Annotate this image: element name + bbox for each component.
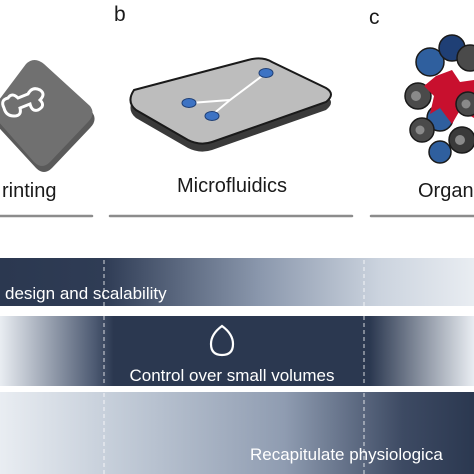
- droplet-icon: [209, 324, 235, 357]
- chip-icon: [129, 57, 332, 152]
- panel-b-title: Microfluidics: [177, 175, 287, 197]
- panel-a-illustration: [0, 60, 95, 172]
- panel-b-letter: b: [114, 3, 126, 26]
- panel-a-title: rinting: [2, 180, 56, 202]
- band-3-label: Recapitulate physiologica: [250, 445, 443, 464]
- band-control-volumes: [0, 316, 474, 386]
- organoid-icon: [404, 34, 474, 164]
- dashed-guides: [103, 232, 365, 474]
- bone-icon: [0, 60, 95, 172]
- band-1-label: design and scalability: [5, 284, 167, 303]
- panel-c-letter: c: [369, 6, 380, 29]
- panel-c-title: Organ: [418, 180, 474, 202]
- band-2-label: Control over small volumes: [129, 366, 334, 385]
- band-design-scalability: [0, 258, 474, 306]
- band-recapitulate: [0, 392, 474, 474]
